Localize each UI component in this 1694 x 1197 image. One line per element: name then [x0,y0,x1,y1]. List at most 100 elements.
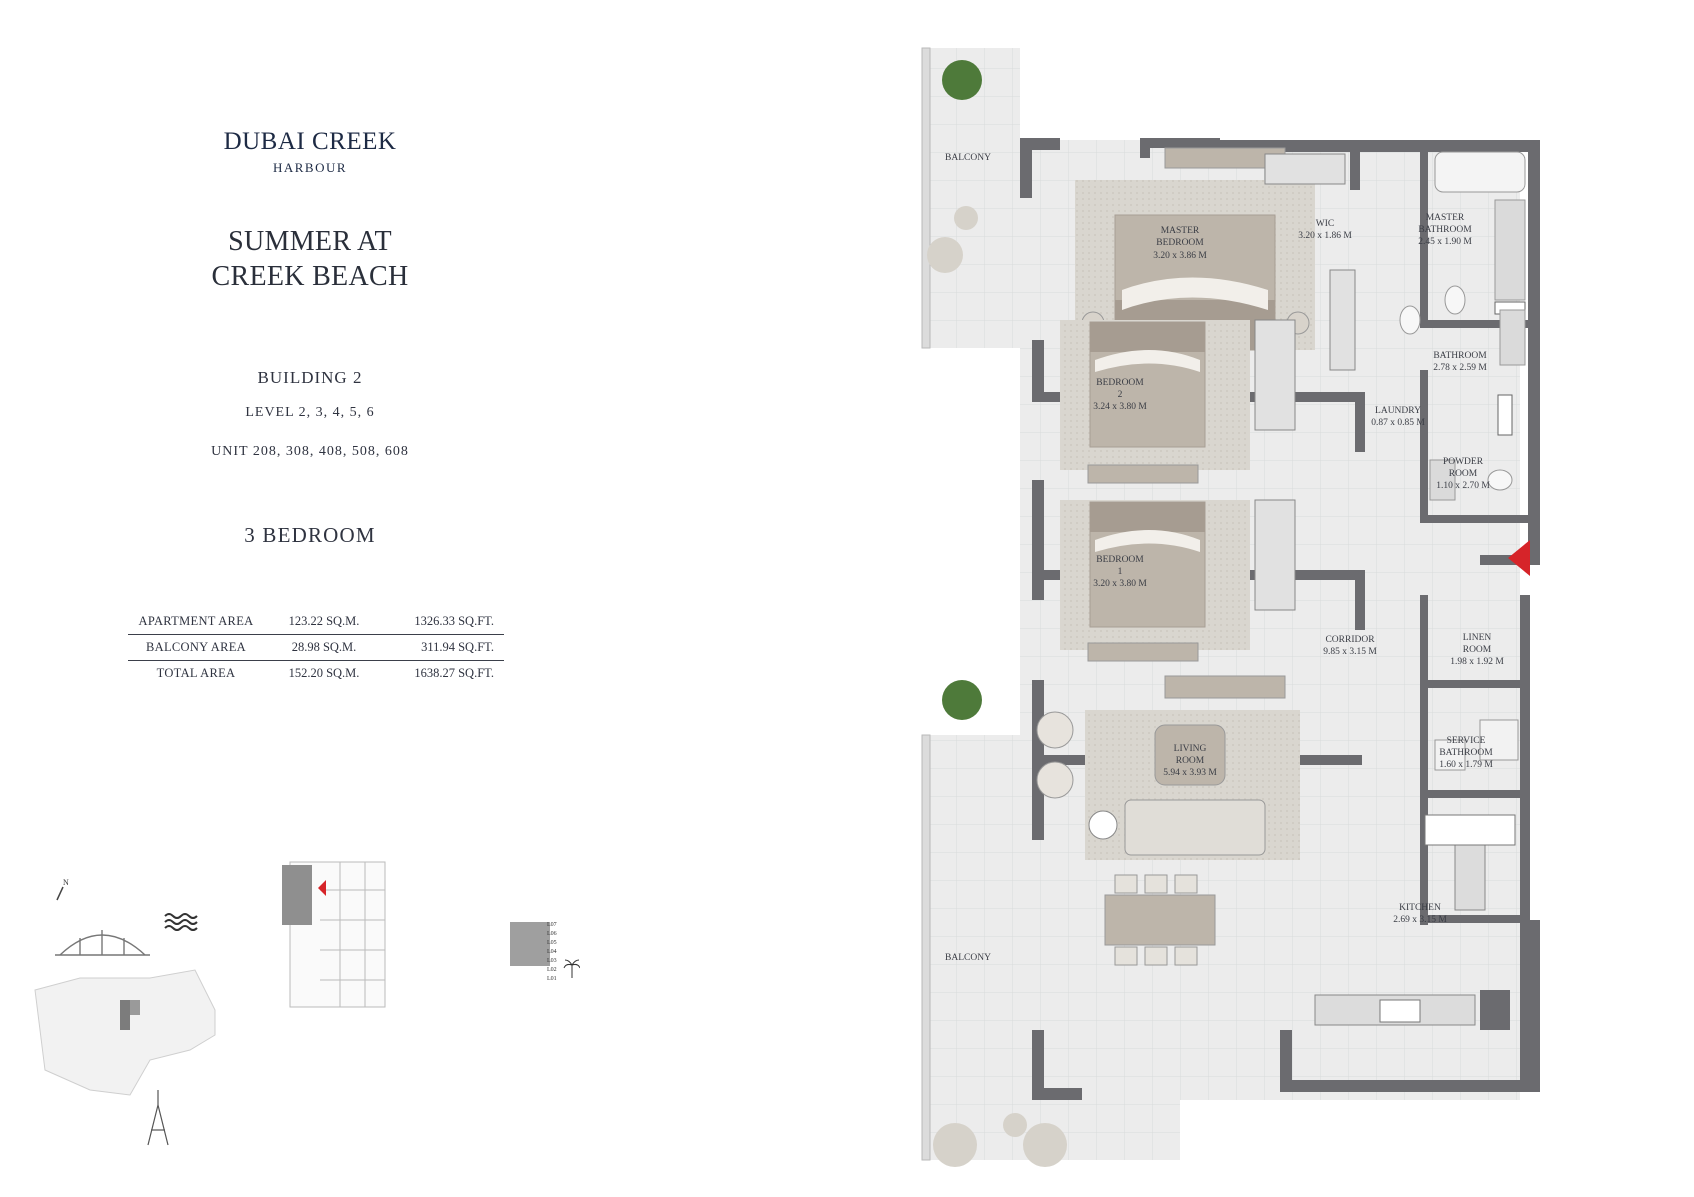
room-label: SERVICE [1447,736,1486,746]
bathtub-icon [1434,151,1526,193]
area-label: BALCONY AREA [128,634,264,661]
room-label: ROOM [1176,756,1205,766]
bed-pillows [1095,530,1200,552]
room-label: 2 [1118,390,1123,400]
room-label: LINEN [1463,633,1492,643]
wall [1350,150,1360,190]
armchair-icon [1023,1123,1067,1167]
dining-chair [1144,874,1168,894]
wall [1480,990,1510,1030]
wall [1520,595,1530,935]
wall [1420,915,1530,923]
wall [1140,138,1150,158]
room-label: BATHROOM [1433,351,1487,361]
toilet-icon [1444,285,1466,315]
room-label: ROOM [1449,469,1478,479]
armchair-icon [1036,761,1074,799]
level-label: L03 [547,958,557,964]
room-label: ROOM [1463,645,1492,655]
balcony-bottom-floor [925,735,1020,1160]
north-arrow-icon: N [56,878,69,901]
wall [1355,392,1365,452]
room-label: LIVING [1174,744,1207,754]
wall [1032,340,1044,400]
building-marker [120,1000,130,1030]
tv-console [1164,675,1286,699]
area-sqft: 311.94 SQ.FT. [384,634,504,661]
toilet-icon [1487,469,1513,491]
vanity-icon [1429,459,1456,501]
unit-type-label: 3 BEDROOM [244,523,376,547]
level-label: L02 [547,967,557,973]
room-label: BEDROOM [1096,378,1144,388]
balcony-railing [921,47,931,349]
wall [1355,570,1365,630]
bed-pillows [1095,350,1200,372]
room-dimension: 2.69 x 3.15 M [1393,915,1447,925]
sink-icon [1379,999,1421,1023]
area-label: TOTAL AREA [128,660,264,686]
wall [1032,480,1044,600]
room-dimension: 0.87 x 0.85 M [1371,418,1425,428]
room-label: CORRIDOR [1325,635,1375,645]
area-label: APARTMENT AREA [138,614,254,628]
area-table: APARTMENT AREA 123.22 SQ.M. 1326.33 SQ.F… [128,609,504,686]
tower-icon [147,1090,169,1146]
dresser [1087,642,1199,662]
room-label: MASTER [1426,213,1465,223]
building-label: BUILDING 2 [257,368,363,387]
room-label: KITCHEN [1399,903,1441,913]
room-dimension: 3.20 x 3.86 M [1153,251,1207,261]
wall [1420,595,1428,925]
wall [1420,515,1530,523]
wall [1210,140,1540,152]
levels-label: LEVEL 2, 3, 4, 5, 6 [245,405,375,420]
plant-icon [942,60,982,100]
shower-icon [1479,719,1519,761]
dining-chair [1114,874,1138,894]
key-plan: N L07 L06 L05 L04 L0 [34,861,580,1146]
room-label: BATHROOM [1439,748,1493,758]
wall [1280,1030,1292,1090]
coffee-table [1154,724,1226,786]
unit-highlight [282,865,312,925]
room-dimension: 3.20 x 1.86 M [1298,231,1352,241]
room-label: WIC [1316,219,1334,229]
room-label: 1 [1118,567,1123,577]
wic-shelving [1264,153,1346,185]
area-sqm: 123.22 SQ.M. [288,614,360,628]
room-label: MASTER [1161,226,1200,236]
brand-subtitle: HARBOUR [272,160,348,175]
area-row: APARTMENT AREA 123.22 SQ.M. 1326.33 SQ.F… [128,609,504,635]
project-title-line1: SUMMER AT [228,226,392,257]
armchair-icon [927,237,963,273]
level-block [510,922,550,966]
room-label: BEDROOM [1156,238,1204,248]
level-label: L06 [547,931,557,937]
room-dimension: 3.24 x 3.80 M [1093,402,1147,412]
shelf [1497,394,1513,436]
wardrobe [1254,319,1296,431]
side-table-icon [954,206,978,230]
wic-shelving [1329,269,1356,371]
unit-pointer-icon [318,880,326,896]
room-label: BALCONY [945,953,991,963]
kitchen-shelf [1424,814,1516,846]
floor-plan: BALCONY MASTER BEDROOM 3.20 x 3.86 M WIC… [921,47,1540,1167]
toilet-icon [1399,305,1421,335]
master-bed-pillows [1122,277,1268,310]
dining-chair [1174,874,1198,894]
balcony-railing [921,734,931,1161]
brand-name: DUBAI CREEK [223,128,397,155]
units-label: UNIT 208, 308, 408, 508, 608 [211,444,409,459]
balcony-top-floor [925,48,1020,348]
sofa [1124,799,1266,856]
armchair-icon [933,1123,977,1167]
room-dimension: 9.85 x 3.15 M [1323,647,1377,657]
area-sqft: 1638.27 SQ.FT. [384,660,504,686]
area-row: TOTAL AREA 152.20 SQ.M. 1638.27 SQ.FT. [128,660,504,686]
wall [1140,138,1220,148]
wall [1032,1088,1082,1100]
wall [1420,790,1530,798]
level-key: L07 L06 L05 L04 L03 L02 L01 [510,922,580,982]
